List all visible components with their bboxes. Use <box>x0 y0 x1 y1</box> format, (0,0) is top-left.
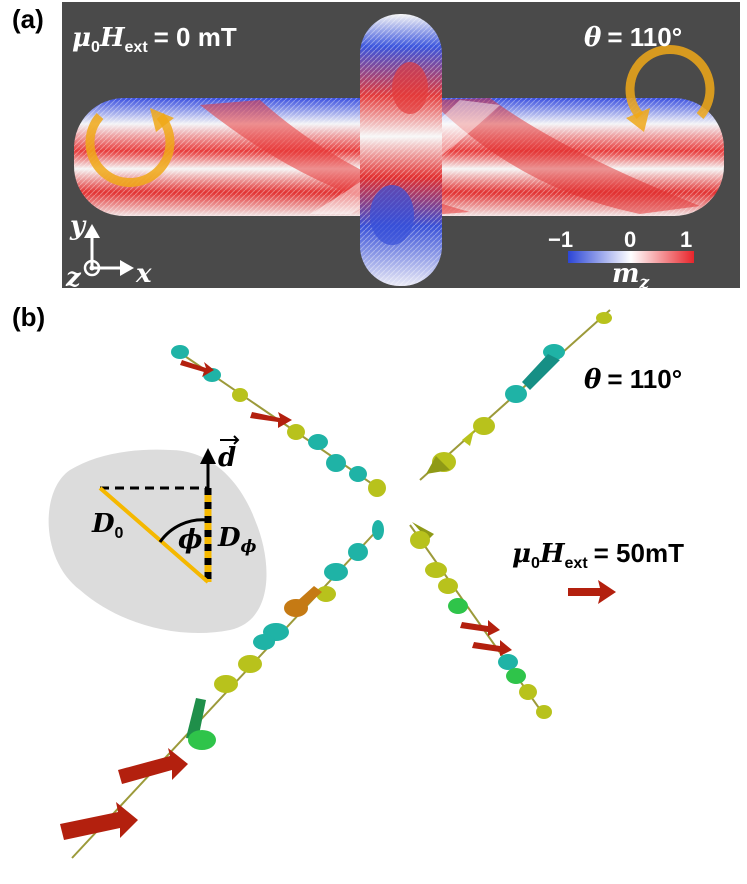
axis-y-label: y <box>69 211 87 241</box>
panel-b-angle-label: θ= 110° <box>584 364 682 395</box>
axis-z-label: z <box>65 263 82 293</box>
external-field-arrow-icon <box>568 580 616 604</box>
spin-chain-upper-right <box>426 312 612 474</box>
vortex-arrow-right-icon <box>625 45 715 132</box>
panel-a-label: (a) <box>12 4 44 34</box>
panel-a-field-label: μ0Hext= 0 mT <box>72 22 237 56</box>
spin-chain-lower-left <box>60 520 384 840</box>
vector-overarrow-icon <box>220 435 240 445</box>
colorbar <box>568 251 694 263</box>
colorbar-max-label: 1 <box>680 227 692 252</box>
inset-d0-label: D0 <box>91 509 124 542</box>
colorbar-min-label: −1 <box>548 227 573 252</box>
spin-chain-lower-right <box>410 522 552 719</box>
colorbar-mid-label: 0 <box>624 227 636 252</box>
d-vector-arrow-icon <box>200 448 216 464</box>
inset-d-vector: d <box>218 443 236 473</box>
coordinate-axes-icon <box>83 224 134 277</box>
spin-chain-upper-left <box>171 345 386 497</box>
vortex-arrow-left-icon <box>85 108 175 187</box>
inset-dphi-label: Dϕ <box>217 523 257 557</box>
geometry-inset <box>48 448 267 634</box>
axis-x-label: x <box>135 259 152 289</box>
panel-a-angle-label: θ= 110° <box>584 22 682 53</box>
panel-b-label: (b) <box>12 302 45 332</box>
magnetization-texture <box>74 14 724 286</box>
colorbar-title: mz <box>612 259 650 293</box>
panel-b-field-label: μ0Hext= 50mT <box>512 538 684 572</box>
inset-blob <box>48 449 267 634</box>
inset-phi-label: ϕ <box>178 525 202 555</box>
